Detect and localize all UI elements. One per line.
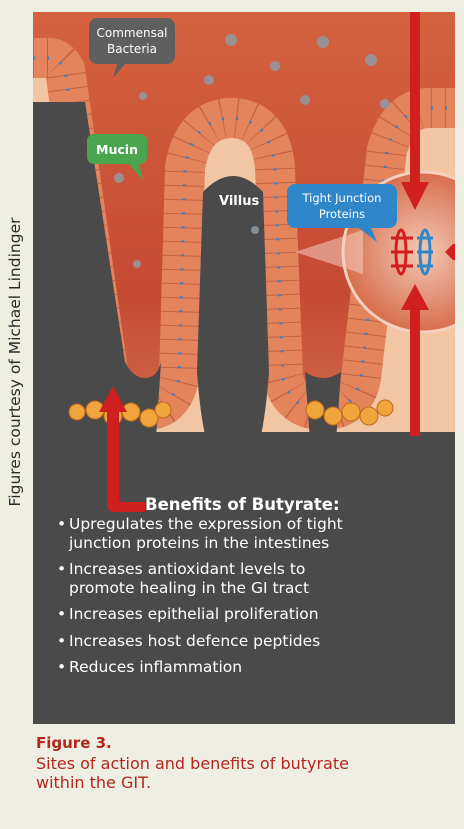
credit-area: Figures courtesy of Michael Lindinger: [0, 12, 30, 712]
benefit-item: Increases antioxidant levels to promote …: [57, 560, 447, 597]
benefit-item: Upregulates the expression of tight junc…: [57, 515, 447, 552]
svg-text:Bacteria: Bacteria: [107, 42, 157, 56]
benefit-list: Upregulates the expression of tight junc…: [57, 515, 447, 685]
svg-text:Mucin: Mucin: [96, 142, 138, 157]
benefit-item: Increases epithelial proliferation: [57, 605, 447, 624]
svg-text:Proteins: Proteins: [319, 207, 365, 221]
benefit-item: Increases host defence peptides: [57, 632, 447, 651]
villus-label: Villus: [219, 194, 259, 209]
figure-caption: Figure 3. Sites of action and benefits o…: [36, 734, 456, 792]
benefit-item: Reduces inflammation: [57, 658, 447, 677]
svg-text:Commensal: Commensal: [96, 26, 167, 40]
figure-caption-text: Sites of action and benefits of butyrate…: [36, 754, 456, 792]
figure-label: Figure 3.: [36, 734, 456, 752]
figure-credit: Figures courtesy of Michael Lindinger: [6, 218, 24, 507]
svg-text:Tight Junction: Tight Junction: [302, 191, 382, 205]
figure-panel: Commensal Bacteria Mucin Villus Tight Ju…: [33, 12, 455, 724]
benefits-title: Benefits of Butyrate:: [145, 495, 340, 514]
